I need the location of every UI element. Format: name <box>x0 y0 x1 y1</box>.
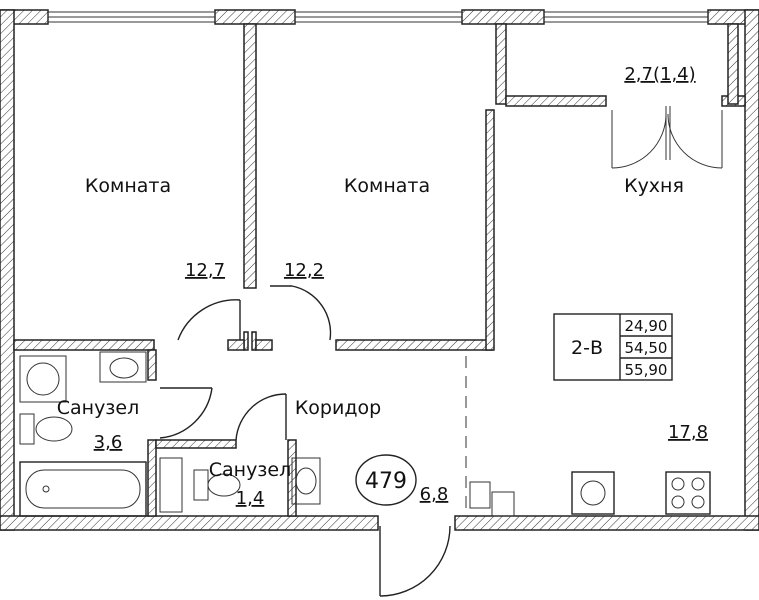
kitchen-name: Кухня <box>624 175 684 197</box>
bath2-area: 1,4 <box>236 488 265 509</box>
kitchen-area: 17,8 <box>668 422 708 443</box>
room2-name: Комната <box>344 175 430 197</box>
area-living: 24,90 <box>625 317 668 335</box>
apartment-number-circle <box>355 454 417 506</box>
fixtures <box>19 351 711 517</box>
outer-walls <box>0 9 759 531</box>
room1-area: 12,7 <box>185 260 225 281</box>
doors <box>159 106 723 597</box>
apartment-number: 479 <box>365 469 407 494</box>
apartment-info-table: 2-В 24,90 54,50 55,90 <box>553 313 673 381</box>
area-with-balcony: 55,90 <box>625 361 668 379</box>
bath2-name: Санузел <box>209 459 292 481</box>
balcony-area: 2,7(1,4) <box>624 64 695 85</box>
bath1-area: 3,6 <box>94 432 123 453</box>
room1-name: Комната <box>85 175 171 197</box>
corridor-name: Коридор <box>295 397 381 419</box>
interior-walls <box>13 23 746 517</box>
apartment-type: 2-В <box>571 337 603 359</box>
bath1-name: Санузел <box>57 397 140 419</box>
room2-area: 12,2 <box>284 260 324 281</box>
corridor-area: 6,8 <box>420 484 449 505</box>
area-total: 54,50 <box>625 339 668 357</box>
